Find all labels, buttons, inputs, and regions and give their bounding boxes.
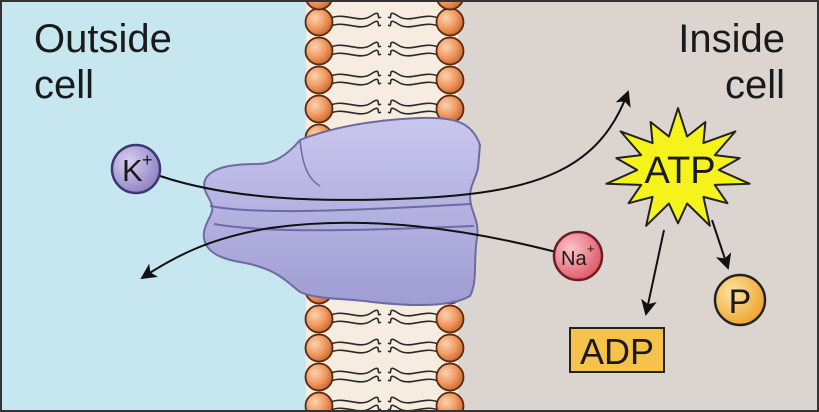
lipid-head: [437, 364, 464, 391]
sodium-ion: Na +: [554, 232, 602, 280]
lipid-head: [306, 96, 333, 123]
adp-box: ADP: [570, 328, 664, 372]
potassium-ion: K +: [112, 145, 160, 193]
inside-cell-label-line1: Inside: [678, 16, 785, 62]
lipid-head: [437, 38, 464, 65]
lipid-head: [306, 38, 333, 65]
sodium-ion-charge: +: [587, 241, 595, 256]
adp-label: ADP: [580, 331, 654, 372]
lipid-head: [306, 306, 333, 333]
sodium-ion-label: Na: [561, 248, 587, 270]
outside-cell-label: Outside cell: [34, 16, 172, 108]
lipid-head: [306, 364, 333, 391]
lipid-head: [306, 335, 333, 362]
potassium-ion-label: K: [122, 153, 143, 188]
lipid-head: [306, 393, 333, 412]
inside-cell-label-line2: cell: [678, 62, 785, 108]
outside-cell-label-line2: cell: [34, 62, 172, 108]
outside-cell-label-line1: Outside: [34, 16, 172, 62]
inside-cell-label: Inside cell: [678, 16, 785, 108]
lipid-head: [437, 393, 464, 412]
lipid-head: [437, 306, 464, 333]
lipid-head: [437, 67, 464, 94]
phosphate-molecule: P: [715, 275, 765, 325]
lipid-head: [437, 9, 464, 36]
lipid-head: [306, 67, 333, 94]
potassium-ion-charge: +: [142, 150, 153, 170]
atp-label: ATP: [644, 150, 715, 192]
lipid-head: [306, 9, 333, 36]
lipid-head: [437, 335, 464, 362]
phosphate-label: P: [729, 283, 752, 321]
